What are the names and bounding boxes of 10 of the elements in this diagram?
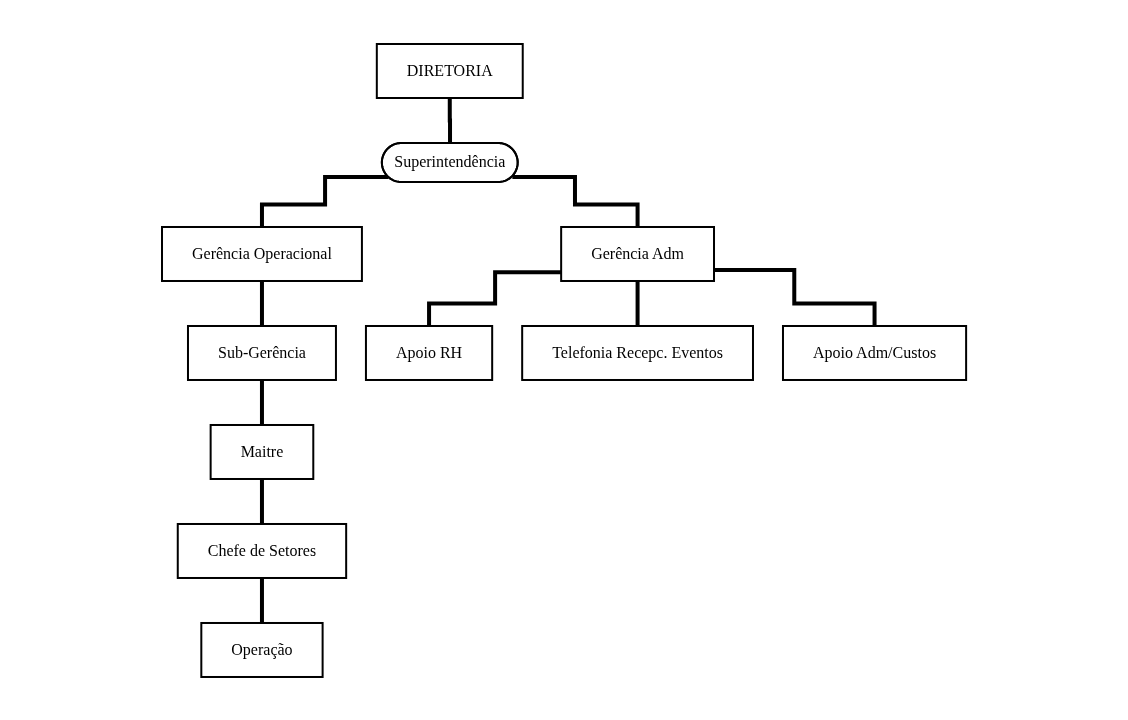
node-box: Telefonia Recepc. Eventos (521, 324, 754, 381)
node-box: DIRETORIA (375, 42, 524, 99)
node-box: Gerência Operacional (160, 225, 363, 282)
node-box: Operação (200, 621, 324, 678)
node-box: Gerência Adm (560, 225, 715, 282)
node-box: Apoio Adm/Custos (781, 324, 968, 381)
node-box: Chefe de Setores (176, 522, 348, 579)
node-box: Apoio RH (364, 324, 494, 381)
node-box: Maitre (209, 423, 315, 480)
node-box: Sub-Gerência (186, 324, 337, 381)
